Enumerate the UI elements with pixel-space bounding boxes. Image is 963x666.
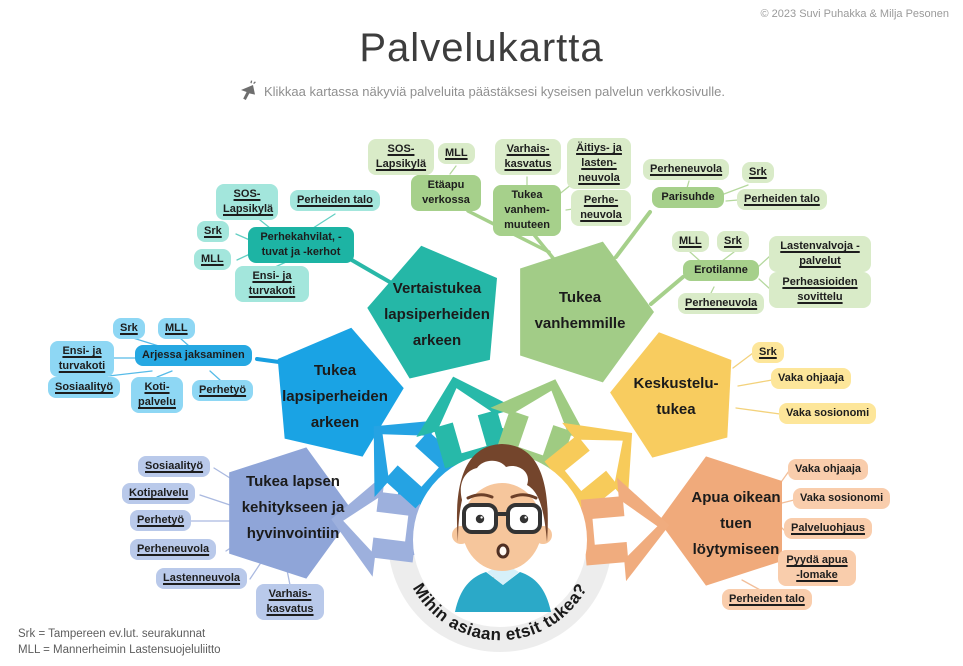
copyright-text: © 2023 Suvi Puhakka & Milja Pesonen xyxy=(760,8,950,20)
service-perheasioiden-sovittelu[interactable]: Perheasioiden sovittelu xyxy=(769,272,871,308)
service-perheneuvola[interactable]: Perheneuvola xyxy=(643,159,730,180)
arrow-yellow xyxy=(544,422,633,513)
pentagon-family-everyday xyxy=(277,327,404,457)
service-perheneuvola[interactable]: Perheneuvola xyxy=(678,293,765,314)
hub-parisuhde: Parisuhde xyxy=(652,187,724,208)
service-perheiden-talo[interactable]: Perheiden talo xyxy=(737,189,827,210)
service-vaka-sosionomi: Vaka sosionomi xyxy=(793,488,891,509)
hub-etaapu-verkossa: Etäapu verkossa xyxy=(411,175,481,211)
service-perhetyo[interactable]: Perhetyö xyxy=(130,510,192,531)
service-vaka-ohjaaja: Vaka ohjaaja xyxy=(788,459,869,480)
subtitle-text: Klikkaa kartassa näkyviä palveluita pääs… xyxy=(263,83,725,99)
arrow-orange xyxy=(580,477,670,582)
pentagon-label-support-for-parents: Tukea vanhemmille xyxy=(534,288,626,332)
service-lastenneuvola[interactable]: Lastenneuvola xyxy=(156,568,248,589)
service-srk[interactable]: Srk xyxy=(197,221,229,242)
center-arrows xyxy=(331,376,670,582)
service-mll[interactable]: MLL xyxy=(158,318,195,339)
page-title: Palvelukartta xyxy=(359,26,604,70)
pentagon-label-discussion-support: Keskustelu-tukea xyxy=(633,374,719,418)
service-sos-lapsikyla[interactable]: SOS-Lapsikylä xyxy=(216,184,278,220)
pentagon-label-peer-support: Vertaistukea lapsiperheiden arkeen xyxy=(384,279,490,350)
arrow-periwinkle xyxy=(331,473,421,577)
pentagon-discussion-support xyxy=(610,332,732,458)
service-lastenvalvoja[interactable]: Lastenvalvoja -palvelut xyxy=(769,236,871,272)
pentagon-label-finding-help: Apua oikean tuen löytymiseen xyxy=(691,488,781,559)
service-kotipalvelu[interactable]: Koti-palvelu xyxy=(131,377,183,413)
pentagon-label-family-everyday: Tukea lapsiperheiden arkeen xyxy=(282,361,388,432)
pentagon-finding-help xyxy=(659,456,783,586)
service-pyyda-apua-lomake[interactable]: Pyydä apua -lomake xyxy=(778,550,856,586)
pentagons xyxy=(229,241,783,586)
service-sosiaalityo[interactable]: Sosiaalityö xyxy=(48,377,121,398)
service-varhaiskasvatus[interactable]: Varhais-kasvatus xyxy=(256,584,324,620)
service-mll[interactable]: MLL xyxy=(672,231,709,252)
hub-perhekahvilat: Perhekahvilat, -tuvat ja -kerhot xyxy=(248,227,354,263)
service-perhetyo[interactable]: Perhetyö xyxy=(192,380,254,401)
service-perheneuvola[interactable]: Perhe-neuvola xyxy=(571,190,631,226)
hub-tukea-vanhemmuuteen: Tukea vanhem-muuteen xyxy=(493,185,561,236)
pentagon-label-child-development: Tukea lapsen kehitykseen ja hyvinvointii… xyxy=(241,472,345,543)
service-aitiys-lastenneuvola[interactable]: Äitiys- ja lasten-neuvola xyxy=(567,138,631,189)
service-srk[interactable]: Srk xyxy=(113,318,145,339)
cursor-click-icon xyxy=(238,80,258,102)
service-srk[interactable]: Srk xyxy=(752,342,784,363)
hub-erotilanne: Erotilanne xyxy=(683,260,759,281)
service-vaka-ohjaaja: Vaka ohjaaja xyxy=(771,368,852,389)
legend-mll: MLL = Mannerheimin Lastensuojeluliitto xyxy=(18,644,221,656)
service-ensi-ja-turvakoti[interactable]: Ensi- ja turvakoti xyxy=(50,341,114,377)
subtitle-row: Klikkaa kartassa näkyviä palveluita pääs… xyxy=(0,80,963,102)
boy-face xyxy=(452,444,552,612)
pentagon-support-for-parents xyxy=(520,241,654,383)
service-ensi-ja-turvakoti[interactable]: Ensi- ja turvakoti xyxy=(235,266,309,302)
hub-arjessa-jaksaminen: Arjessa jaksaminen xyxy=(135,345,252,366)
service-palveluohjaus[interactable]: Palveluohjaus xyxy=(784,518,872,539)
service-kotipalvelu[interactable]: Kotipalvelu xyxy=(122,483,196,504)
service-varhaiskasvatus[interactable]: Varhais-kasvatus xyxy=(495,139,561,175)
legend-srk: Srk = Tampereen ev.lut. seurakunnat xyxy=(18,628,206,640)
service-srk[interactable]: Srk xyxy=(717,231,749,252)
service-perheneuvola[interactable]: Perheneuvola xyxy=(130,539,217,560)
service-srk[interactable]: Srk xyxy=(742,162,774,183)
service-mll[interactable]: MLL xyxy=(194,249,231,270)
pentagon-peer-support xyxy=(367,245,497,379)
arrow-teal xyxy=(416,376,517,469)
service-mll[interactable]: MLL xyxy=(438,143,475,164)
service-sos-lapsikyla[interactable]: SOS-Lapsikylä xyxy=(368,139,434,175)
service-perheiden-talo[interactable]: Perheiden talo xyxy=(290,190,380,211)
pentagon-child-development xyxy=(229,447,354,579)
service-sosiaalityo[interactable]: Sosiaalityö xyxy=(138,456,211,477)
service-vaka-sosionomi: Vaka sosionomi xyxy=(779,403,877,424)
service-perheiden-talo[interactable]: Perheiden talo xyxy=(722,589,812,610)
